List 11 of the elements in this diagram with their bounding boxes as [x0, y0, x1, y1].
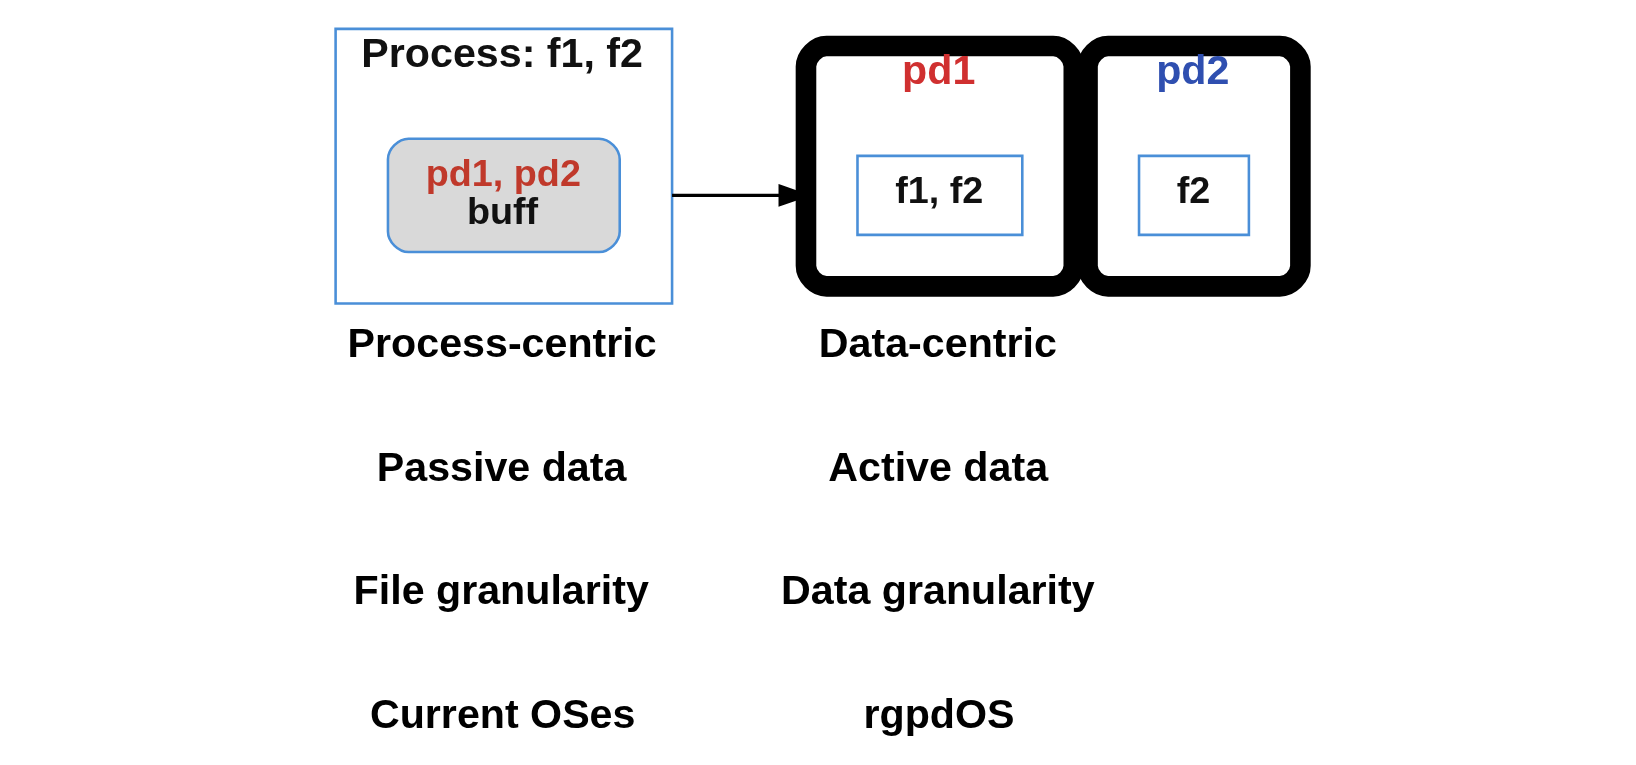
label: rgpdOS: [863, 690, 1015, 737]
label: Active data: [828, 443, 1049, 490]
label: Passive data: [376, 443, 627, 490]
label: Current OSes: [369, 690, 636, 737]
node-box: pd1, pd2 buff: [386, 137, 621, 254]
label: File granularity: [353, 567, 649, 614]
node-box: f2: [1137, 154, 1251, 237]
label: Data-centric: [818, 320, 1057, 367]
node-box: f1, f2: [856, 154, 1024, 237]
label: Data granularity: [781, 567, 1095, 614]
label: Process-centric: [347, 320, 657, 367]
